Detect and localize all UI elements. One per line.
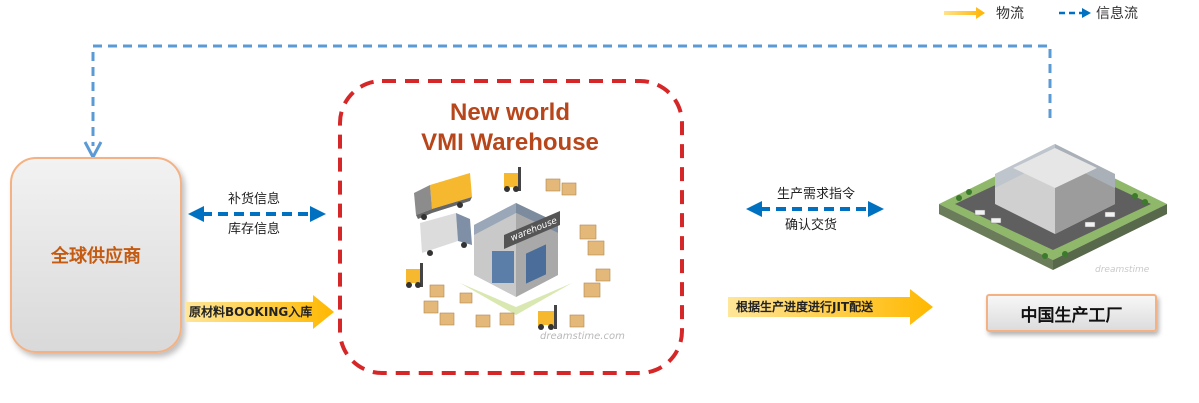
right-info-top-label: 生产需求指令 xyxy=(777,187,856,202)
factory-label: 中国生产工厂 xyxy=(1020,305,1123,326)
left-info-top-label: 补货信息 xyxy=(228,192,281,207)
legend-material-arrow-icon xyxy=(944,7,985,19)
legend-info-arrow-icon xyxy=(1059,8,1091,18)
tree-icon xyxy=(956,189,1148,259)
jit-material-arrow xyxy=(728,289,933,325)
factory-watermark: dreamstime xyxy=(1095,265,1150,275)
truck-icon xyxy=(420,213,472,256)
inbound-material-arrow xyxy=(185,295,334,329)
right-info-arrow xyxy=(746,201,884,217)
truck-icon xyxy=(974,209,1116,228)
inbound-label: 原材料BOOKING入库 xyxy=(189,305,313,319)
warehouse-title-line1: New world xyxy=(449,99,570,126)
truck-icon xyxy=(414,173,472,220)
right-info-bottom-label: 确认交货 xyxy=(785,218,838,233)
forklift-icon xyxy=(406,263,423,288)
supplier-label: 全球供应商 xyxy=(51,246,141,267)
factory-building-icon xyxy=(995,144,1115,234)
legend-material-label: 物流 xyxy=(996,6,1024,22)
jit-label: 根据生产进度进行JIT配送 xyxy=(736,300,874,314)
cargo-box-icon xyxy=(423,178,611,328)
factory-label-box: 中国生产工厂 xyxy=(986,294,1157,332)
left-info-bottom-label: 库存信息 xyxy=(228,222,281,237)
warehouse-title-line2: VMI Warehouse xyxy=(421,129,599,156)
forklift-icon xyxy=(538,305,557,330)
warehouse-title: New world VMI Warehouse xyxy=(340,98,680,158)
warehouse-building-icon xyxy=(460,203,572,315)
warehouse-illustration: warehouse xyxy=(406,167,611,330)
forklift-icon xyxy=(504,167,521,192)
legend-info-label: 信息流 xyxy=(1096,6,1138,22)
left-info-arrow xyxy=(188,206,326,222)
supplier-box: 全球供应商 xyxy=(10,157,182,353)
warehouse-frame xyxy=(338,79,684,375)
warehouse-watermark: dreamstime.com xyxy=(540,331,625,342)
factory-illustration xyxy=(939,144,1167,270)
